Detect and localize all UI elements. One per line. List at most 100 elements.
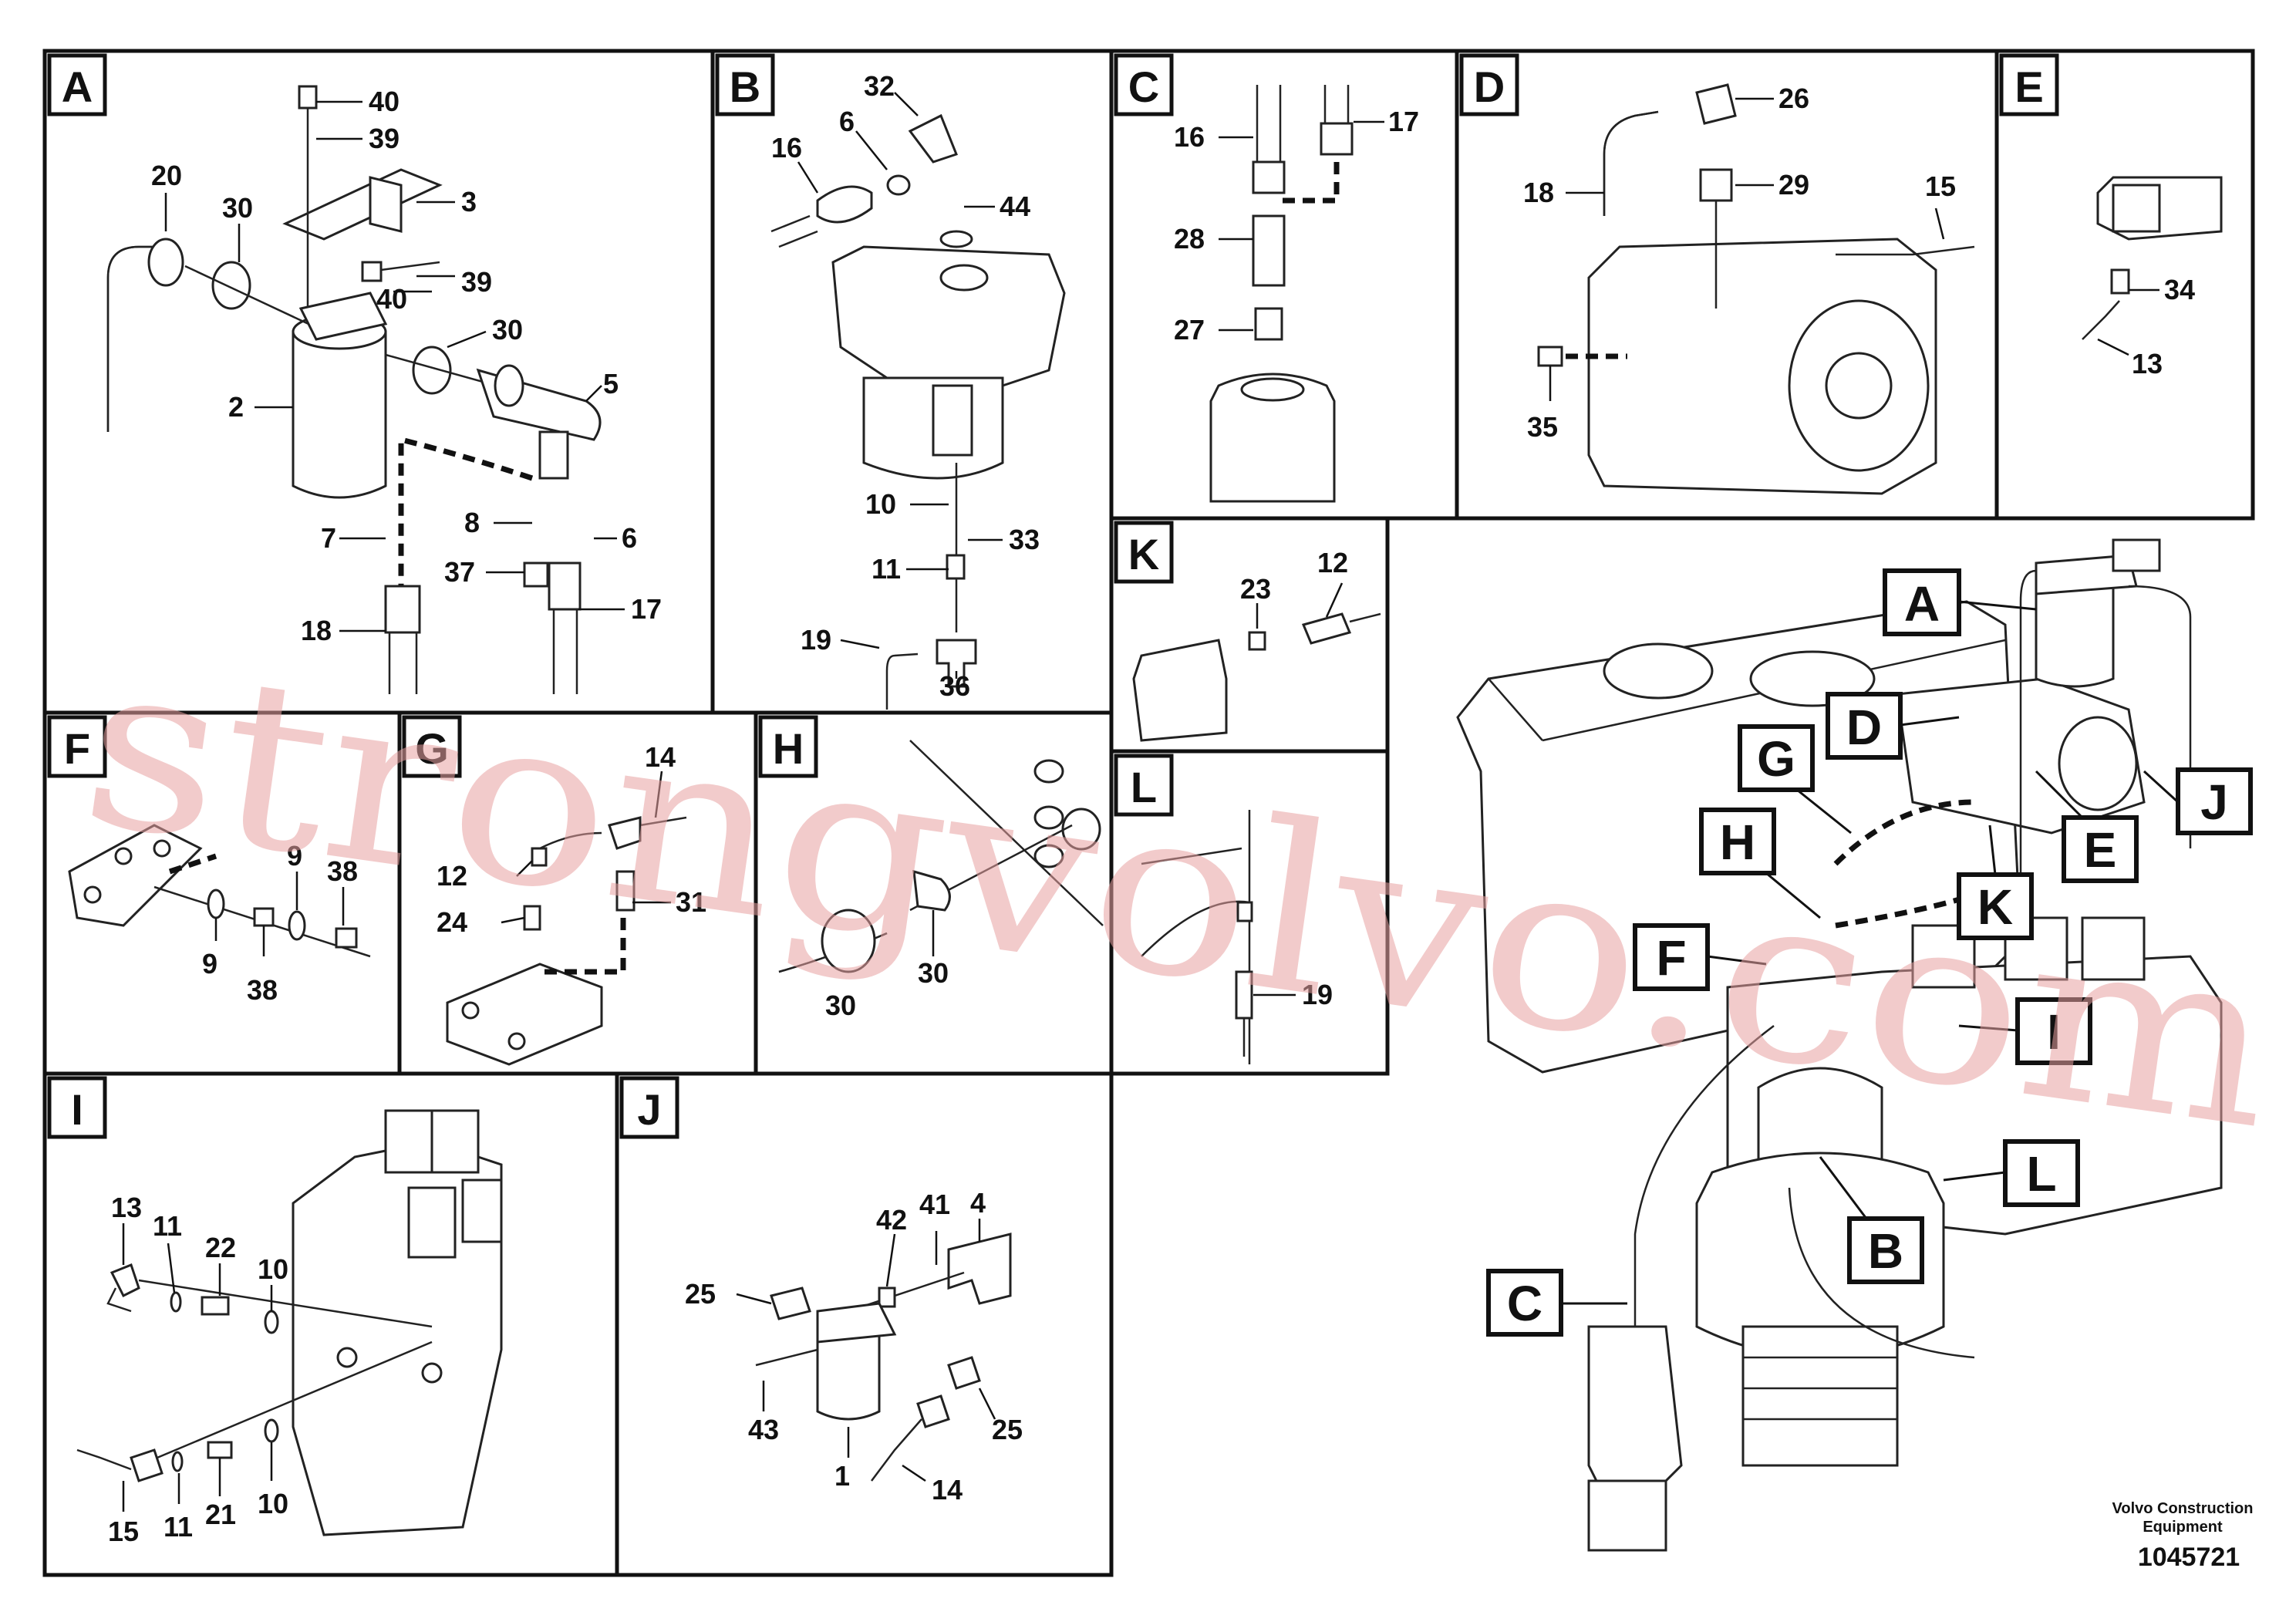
panel-k-drawing: 23 12 bbox=[1132, 547, 1381, 742]
svg-text:G: G bbox=[415, 724, 449, 773]
svg-text:8: 8 bbox=[464, 507, 480, 538]
panel-h-drawing: 30 30 bbox=[778, 740, 1104, 1021]
svg-text:1: 1 bbox=[834, 1460, 850, 1492]
document-credit: Volvo Construction Equipment 1045721 bbox=[2112, 1500, 2254, 1572]
svg-text:19: 19 bbox=[1302, 979, 1333, 1010]
svg-text:E: E bbox=[2014, 62, 2043, 111]
panel-tag-k: K bbox=[1114, 521, 1174, 584]
panel-tag-d: D bbox=[1459, 53, 1519, 116]
callout-e: E bbox=[2035, 770, 2139, 883]
svg-text:18: 18 bbox=[1523, 177, 1554, 208]
overview-callouts: A D G J H E K bbox=[1486, 568, 2253, 1337]
panel-b-drawing: 32 6 16 44 10 33 11 19 36 bbox=[770, 70, 1066, 710]
panel-a-drawing: 40 39 3 20 30 39 40 30 5 2 7 8 6 37 17 1… bbox=[106, 85, 662, 694]
callout-k: K bbox=[1957, 824, 2034, 940]
svg-text:41: 41 bbox=[919, 1189, 950, 1220]
panel-j-drawing: 42 41 4 25 43 1 25 14 bbox=[685, 1187, 1023, 1506]
panel-frames bbox=[42, 49, 2255, 1577]
svg-text:Equipment: Equipment bbox=[2143, 1519, 2223, 1536]
panel-tag-l: L bbox=[1114, 754, 1174, 817]
callout-g: G bbox=[1738, 724, 1852, 835]
svg-text:43: 43 bbox=[748, 1414, 779, 1445]
svg-text:L: L bbox=[2026, 1146, 2056, 1202]
panel-tag-a: A bbox=[47, 53, 107, 116]
svg-text:C: C bbox=[1128, 62, 1159, 111]
svg-text:J: J bbox=[2200, 774, 2228, 830]
svg-text:11: 11 bbox=[872, 553, 901, 585]
svg-text:I: I bbox=[2047, 1004, 2061, 1060]
svg-text:37: 37 bbox=[444, 556, 475, 588]
svg-text:K: K bbox=[1128, 530, 1159, 578]
svg-text:C: C bbox=[1507, 1276, 1542, 1331]
svg-text:15: 15 bbox=[1925, 170, 1956, 202]
panel-d-drawing: 26 18 29 15 35 bbox=[1523, 83, 1975, 495]
svg-text:17: 17 bbox=[1388, 106, 1419, 137]
panel-f-drawing: 9 38 9 38 bbox=[68, 824, 371, 1006]
svg-text:7: 7 bbox=[321, 522, 336, 554]
svg-text:38: 38 bbox=[247, 974, 278, 1006]
svg-text:31: 31 bbox=[676, 886, 706, 918]
svg-text:35: 35 bbox=[1527, 411, 1558, 443]
svg-text:30: 30 bbox=[222, 192, 253, 224]
callout-j: J bbox=[2143, 767, 2253, 835]
svg-text:32: 32 bbox=[864, 70, 895, 102]
svg-text:16: 16 bbox=[771, 132, 802, 164]
svg-text:34: 34 bbox=[2164, 274, 2195, 305]
svg-text:25: 25 bbox=[685, 1278, 716, 1310]
svg-text:33: 33 bbox=[1009, 524, 1040, 555]
panel-tag-c: C bbox=[1114, 53, 1174, 116]
svg-text:9: 9 bbox=[287, 840, 302, 872]
callout-b: B bbox=[1819, 1156, 1924, 1284]
svg-text:9: 9 bbox=[202, 948, 217, 980]
svg-text:13: 13 bbox=[2132, 348, 2163, 379]
callout-a: A bbox=[1883, 568, 2037, 636]
svg-text:D: D bbox=[1474, 62, 1505, 111]
svg-text:5: 5 bbox=[603, 368, 619, 400]
svg-text:10: 10 bbox=[258, 1488, 288, 1519]
document-id: 1045721 bbox=[2138, 1543, 2240, 1572]
svg-text:J: J bbox=[637, 1085, 661, 1134]
panel-tag-f: F bbox=[47, 715, 107, 778]
svg-text:F: F bbox=[1656, 930, 1686, 986]
svg-text:H: H bbox=[1720, 814, 1755, 870]
svg-text:B: B bbox=[730, 62, 760, 111]
svg-text:E: E bbox=[2084, 822, 2117, 878]
svg-text:44: 44 bbox=[1000, 191, 1030, 222]
svg-text:K: K bbox=[1977, 879, 2013, 935]
svg-text:30: 30 bbox=[825, 990, 856, 1021]
svg-text:39: 39 bbox=[461, 266, 492, 298]
svg-text:19: 19 bbox=[801, 624, 831, 656]
svg-text:B: B bbox=[1868, 1223, 1903, 1279]
svg-text:36: 36 bbox=[939, 670, 970, 702]
svg-text:I: I bbox=[71, 1085, 83, 1134]
svg-text:14: 14 bbox=[932, 1474, 963, 1506]
svg-text:24: 24 bbox=[437, 906, 467, 938]
callout-h: H bbox=[1699, 808, 1821, 919]
svg-text:A: A bbox=[62, 62, 93, 111]
svg-text:39: 39 bbox=[369, 123, 400, 154]
svg-text:A: A bbox=[1904, 576, 1940, 632]
svg-text:16: 16 bbox=[1174, 121, 1205, 153]
svg-text:15: 15 bbox=[108, 1516, 139, 1547]
panel-l-drawing: 19 bbox=[1141, 810, 1333, 1064]
svg-text:2: 2 bbox=[228, 391, 244, 423]
svg-text:11: 11 bbox=[164, 1511, 193, 1543]
panel-i-drawing: 13 11 22 10 15 11 21 10 bbox=[76, 1109, 503, 1547]
svg-text:12: 12 bbox=[437, 860, 467, 892]
svg-text:26: 26 bbox=[1778, 83, 1809, 114]
callout-d: D bbox=[1826, 692, 1960, 760]
svg-text:25: 25 bbox=[992, 1414, 1023, 1445]
svg-text:F: F bbox=[64, 724, 90, 773]
panel-tag-j: J bbox=[619, 1076, 679, 1139]
svg-text:38: 38 bbox=[327, 855, 358, 887]
svg-text:G: G bbox=[1757, 731, 1795, 787]
panel-tag-g: G bbox=[402, 715, 462, 778]
svg-text:18: 18 bbox=[301, 615, 332, 646]
panel-tag-e: E bbox=[1999, 53, 2059, 116]
svg-text:27: 27 bbox=[1174, 314, 1205, 346]
callout-c: C bbox=[1486, 1269, 1627, 1337]
callout-l: L bbox=[1943, 1139, 2080, 1207]
svg-text:Volvo Construction: Volvo Construction bbox=[2112, 1500, 2254, 1517]
svg-text:28: 28 bbox=[1174, 223, 1205, 255]
